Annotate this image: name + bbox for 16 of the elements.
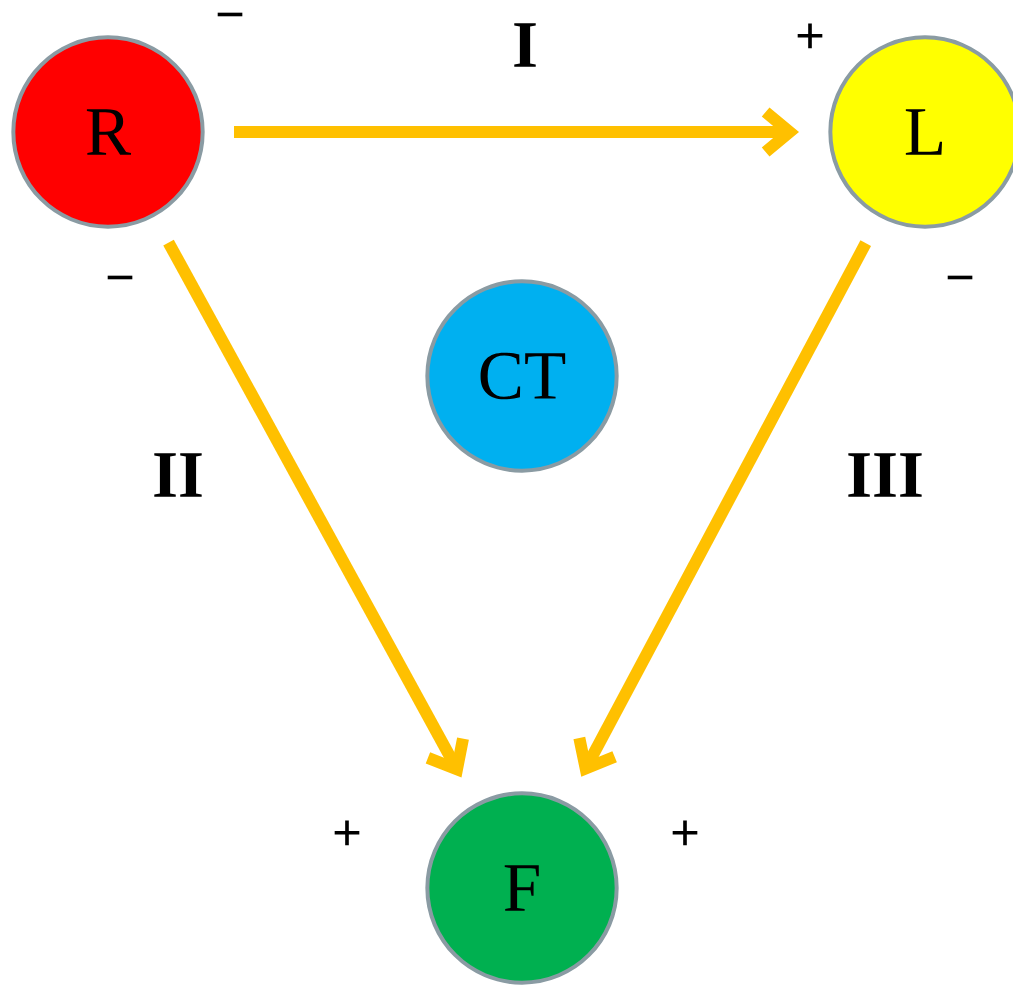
arrow bbox=[573, 240, 872, 777]
sign-label: + bbox=[797, 23, 823, 49]
circle-node: L bbox=[828, 35, 1013, 229]
sign-label: − bbox=[107, 275, 133, 280]
circle-node: R bbox=[11, 35, 205, 229]
edge-label: III bbox=[848, 453, 922, 497]
sign-label: + bbox=[334, 820, 360, 846]
sign-label: + bbox=[672, 820, 698, 846]
edge-label: II bbox=[154, 453, 202, 497]
edge-label: I bbox=[514, 23, 536, 67]
sign-label: − bbox=[217, 12, 243, 17]
circle-node: CT bbox=[425, 279, 619, 473]
arrow bbox=[163, 239, 469, 778]
arrow bbox=[234, 107, 799, 157]
sign-label: − bbox=[947, 275, 973, 280]
circle-node: F bbox=[425, 791, 619, 985]
